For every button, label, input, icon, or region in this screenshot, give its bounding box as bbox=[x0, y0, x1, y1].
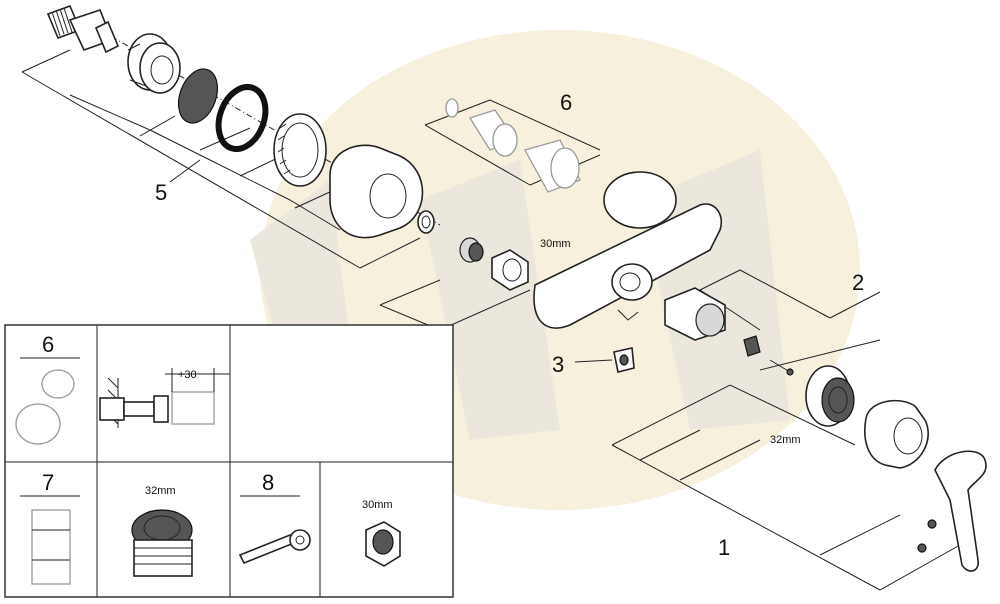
handle-sleeve-part bbox=[864, 399, 929, 469]
threaded-connector-part bbox=[46, 4, 120, 54]
inset-cell-30mm: 30mm bbox=[362, 499, 401, 567]
union-nut-part bbox=[127, 33, 181, 94]
group-3-assembly: 3 bbox=[552, 347, 635, 377]
inset-cell-7: 7 bbox=[20, 470, 80, 585]
group-1-assembly: 32mm 1 bbox=[611, 365, 987, 591]
threaded-ring-part bbox=[273, 113, 327, 187]
nipple-part bbox=[459, 237, 484, 263]
callout-5: 5 bbox=[155, 180, 167, 205]
size-label-30mm: 30mm bbox=[540, 238, 571, 250]
callout-3: 3 bbox=[552, 352, 564, 377]
o-ring-large bbox=[215, 84, 269, 152]
wrench-icon bbox=[238, 529, 311, 565]
extension-cap-part bbox=[524, 139, 581, 193]
inset-label-8: 8 bbox=[262, 470, 274, 495]
inset-label-7: 7 bbox=[42, 470, 54, 495]
mixer-body-part bbox=[533, 171, 722, 329]
inset-extension-label: +30 bbox=[178, 369, 197, 381]
inset-cell-6: 6 bbox=[15, 332, 80, 445]
inset-cell-8: 8 bbox=[238, 470, 311, 565]
callout-1: 1 bbox=[718, 535, 730, 560]
inset-label-32mm: 32mm bbox=[145, 485, 176, 497]
group-6-assembly: 6 bbox=[424, 90, 601, 193]
extension-sleeve-part bbox=[469, 109, 518, 157]
rosette-part bbox=[329, 144, 424, 239]
group-2-assembly: 2 bbox=[664, 269, 881, 376]
nut-30mm-part bbox=[491, 249, 529, 291]
size-label-32mm: 32mm bbox=[770, 434, 801, 446]
group-5-assembly: 5 bbox=[21, 4, 441, 269]
inset-label-30mm: 30mm bbox=[362, 499, 393, 511]
inset-label-6: 6 bbox=[42, 332, 54, 357]
inset-cell-32mm: 32mm bbox=[131, 485, 193, 577]
cartridge-part bbox=[664, 287, 761, 357]
lever-handle-part bbox=[934, 450, 987, 572]
bonnet-32mm-part bbox=[805, 365, 855, 427]
callout-2: 2 bbox=[852, 270, 864, 295]
washer-part bbox=[417, 210, 435, 234]
callout-6: 6 bbox=[560, 90, 572, 115]
o-ring-small bbox=[177, 68, 219, 124]
accessory-inset-table: 6 +30 7 32mm bbox=[4, 324, 454, 598]
inset-extension-diagram: +30 bbox=[99, 368, 230, 428]
